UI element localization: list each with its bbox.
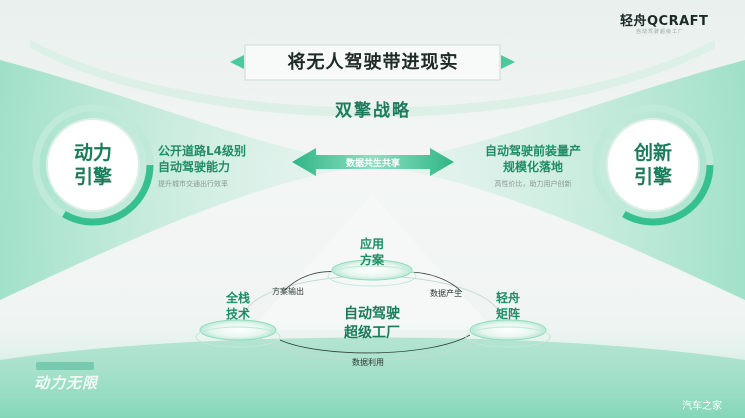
factory-center-line2: 超级工厂: [344, 325, 400, 341]
right-engine-headline-1: 自动驾驶前装量产: [484, 144, 581, 158]
watermark-tag: [36, 362, 94, 370]
left-engine-headline-2: 自动驾驶能力: [158, 160, 231, 174]
slide-title: 将无人驾驶带进现实: [287, 52, 459, 73]
node-matrix-line2: 矩阵: [495, 307, 520, 321]
flow-label-output: 方案输出: [272, 287, 304, 296]
data-sharing-label: 数据共生共享: [345, 159, 400, 169]
right-engine-line1: 创新: [633, 142, 672, 164]
strategy-title: 双擎战略: [335, 101, 411, 121]
flow-label-generate: 数据产生: [430, 289, 462, 298]
node-fullstack-line1: 全栈: [225, 291, 250, 305]
node-matrix: 轻舟 矩阵: [482, 290, 534, 322]
node-fullstack: 全栈 技术: [212, 290, 264, 322]
brand-tagline: 自动驾驶超级工厂: [636, 29, 685, 35]
node-matrix-line1: 轻舟: [495, 291, 520, 305]
left-engine-line2: 引擎: [73, 166, 112, 188]
watermark-text: 动力无限: [34, 374, 99, 392]
node-application: 应用 方案: [346, 236, 398, 268]
right-engine-subtext: 高性价比，助力用户创新: [494, 180, 572, 188]
left-engine-description: 公开道路L4级别 自动驾驶能力 提升城市交通出行效率: [158, 143, 288, 189]
node-application-line1: 应用: [359, 237, 384, 251]
left-engine-headline-1: 公开道路L4级别: [158, 144, 246, 158]
left-engine-line1: 动力: [73, 142, 112, 164]
right-engine-badge: 创新 引擎: [613, 141, 693, 189]
flow-label-use: 数据利用: [352, 358, 384, 367]
right-engine-headline-2: 规模化落地: [502, 160, 563, 174]
right-engine-description: 自动驾驶前装量产 规模化落地 高性价比，助力用户创新: [468, 143, 598, 189]
node-application-line2: 方案: [359, 253, 384, 267]
source-credit: 汽车之家: [682, 401, 722, 412]
left-engine-subtext: 提升城市交通出行效率: [158, 180, 228, 188]
factory-center-line1: 自动驾驶: [344, 306, 400, 322]
node-fullstack-line2: 技术: [225, 307, 250, 321]
left-engine-badge: 动力 引擎: [53, 141, 133, 189]
brand-logo: 轻舟QCRAFT: [620, 14, 709, 29]
right-engine-line2: 引擎: [633, 166, 672, 188]
factory-center-label: 自动驾驶 超级工厂: [322, 305, 422, 343]
